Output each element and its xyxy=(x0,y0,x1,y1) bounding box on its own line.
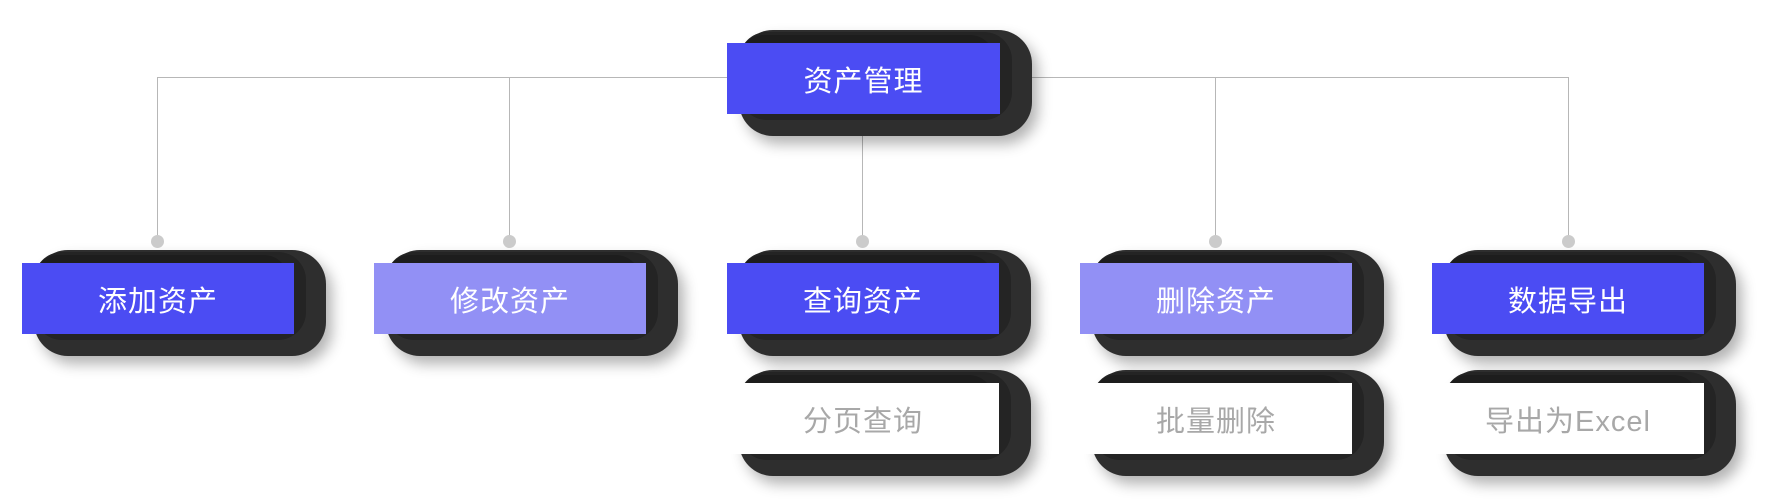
connector-vertical-delete-asset xyxy=(1215,77,1216,237)
node-label: 添加资产 xyxy=(97,285,218,318)
connector-dot-add-asset xyxy=(151,235,164,248)
connector-dot-query-asset xyxy=(856,235,869,248)
connector-vertical-data-export xyxy=(1568,77,1569,237)
node-face: 数据导出 xyxy=(1432,263,1704,334)
node-paged-query[interactable]: 分页查询 xyxy=(727,370,1031,476)
node-face: 资产管理 xyxy=(727,43,1000,114)
node-face: 修改资产 xyxy=(374,263,646,334)
node-delete-asset[interactable]: 删除资产 xyxy=(1080,250,1384,356)
node-label: 修改资产 xyxy=(449,285,570,318)
node-label: 数据导出 xyxy=(1507,285,1628,318)
node-face: 分页查询 xyxy=(727,383,999,454)
node-query-asset[interactable]: 查询资产 xyxy=(727,250,1031,356)
connector-dot-data-export xyxy=(1562,235,1575,248)
node-face: 批量删除 xyxy=(1080,383,1352,454)
node-label: 查询资产 xyxy=(802,285,923,318)
connector-dot-delete-asset xyxy=(1209,235,1222,248)
node-face: 删除资产 xyxy=(1080,263,1352,334)
node-label: 资产管理 xyxy=(803,65,924,98)
node-modify-asset[interactable]: 修改资产 xyxy=(374,250,678,356)
node-label: 批量删除 xyxy=(1155,405,1276,438)
node-data-export[interactable]: 数据导出 xyxy=(1432,250,1736,356)
node-face: 添加资产 xyxy=(22,263,294,334)
node-label: 分页查询 xyxy=(802,405,923,438)
node-label: 删除资产 xyxy=(1155,285,1276,318)
connector-vertical-query-asset xyxy=(862,113,863,237)
node-asset-management[interactable]: 资产管理 xyxy=(727,30,1032,136)
node-batch-delete[interactable]: 批量删除 xyxy=(1080,370,1384,476)
connector-vertical-modify-asset xyxy=(509,77,510,237)
node-face: 查询资产 xyxy=(727,263,999,334)
node-export-excel[interactable]: 导出为Excel xyxy=(1432,370,1736,476)
node-face: 导出为Excel xyxy=(1432,383,1704,454)
node-label: 导出为Excel xyxy=(1485,405,1651,438)
connector-vertical-add-asset xyxy=(157,77,158,237)
connector-dot-modify-asset xyxy=(503,235,516,248)
node-add-asset[interactable]: 添加资产 xyxy=(22,250,326,356)
